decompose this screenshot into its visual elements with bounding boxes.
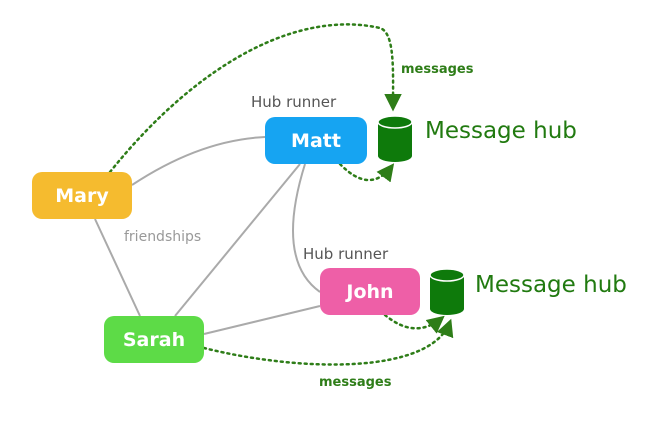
friendship-edge-sarah-john [203,305,321,335]
friendship-edge-mary-matt [131,136,266,186]
messages-label-top: messages [401,62,474,77]
friendship-edge-matt-john [292,163,321,293]
friendships-label: friendships [124,229,202,245]
hub-runner-label-john: Hub runner [303,245,389,263]
message-hub-title-top: Message hub [425,118,577,144]
friendship-edge-mary-sarah [94,218,141,317]
message-hub-title-bottom: Message hub [475,272,627,298]
database-icon [429,268,465,315]
message-edge-matt-to-top-hub [338,162,395,183]
node-mary: Mary [32,172,132,219]
node-sarah: Sarah [104,316,204,363]
node-matt: Matt [265,117,367,164]
database-icon [377,115,413,162]
node-john: John [320,268,420,315]
message-edge-mary-to-top-hub [108,23,402,174]
message-edge-john-to-bottom-hub [383,313,445,334]
friendship-edge-matt-sarah [174,163,301,317]
messages-label-bottom: messages [319,375,392,390]
hub-runner-label-matt: Hub runner [251,93,337,111]
message-edge-sarah-to-bottom-hub [202,318,454,366]
